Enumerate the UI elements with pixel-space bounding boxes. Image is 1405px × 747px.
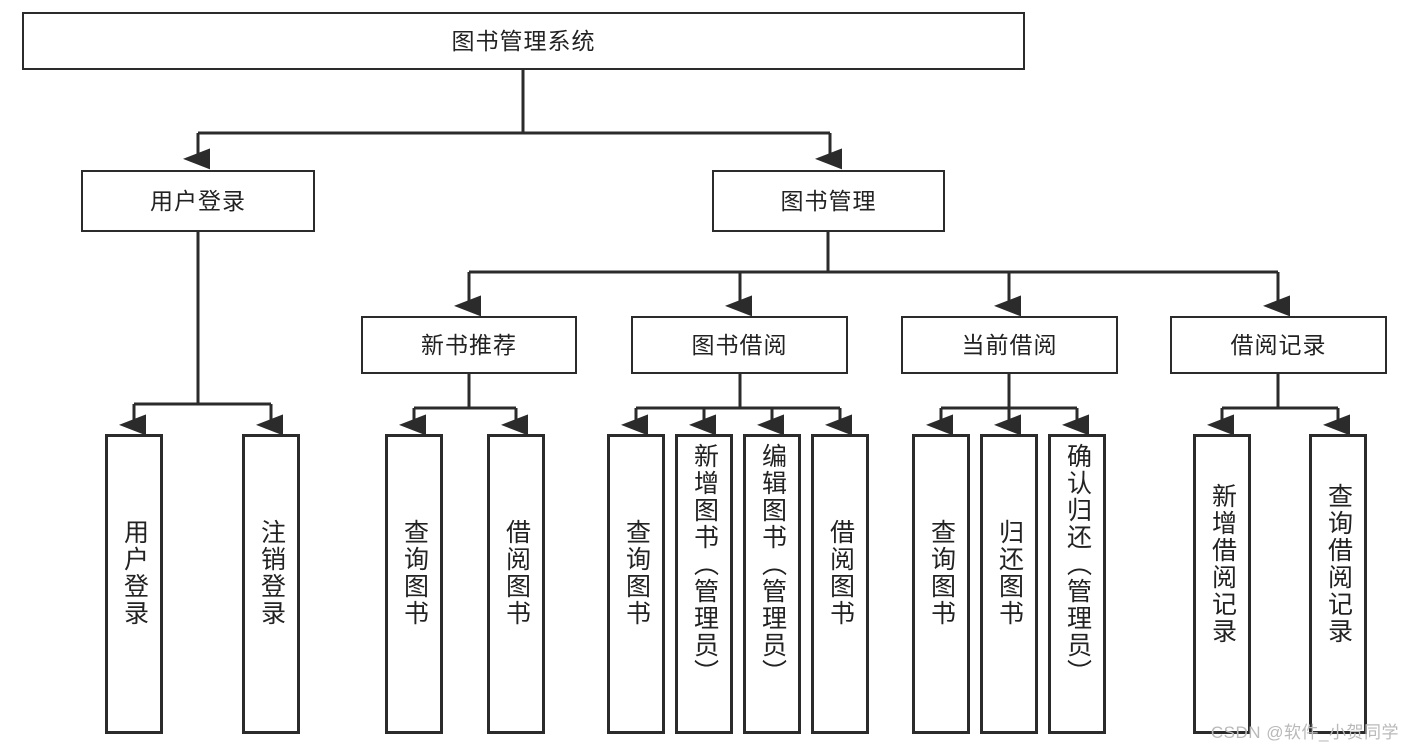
node-leaf-confirm-return-label: 确认归还（管理员） xyxy=(1063,443,1092,686)
node-new-book-recommend[interactable]: 新书推荐 xyxy=(361,316,577,374)
node-leaf-user-login[interactable]: 用户登录 xyxy=(105,434,163,734)
node-leaf-add-book[interactable]: 新增图书（管理员） xyxy=(675,434,733,734)
node-leaf-user-logout-label: 注销登录 xyxy=(257,519,286,627)
node-leaf-add-book-label: 新增图书（管理员） xyxy=(690,443,719,686)
node-root-label: 图书管理系统 xyxy=(451,27,596,54)
node-book-borrow-label: 图书借阅 xyxy=(691,331,788,358)
node-leaf-borrow-book-1-label: 借阅图书 xyxy=(502,519,531,627)
node-borrow-record-label: 借阅记录 xyxy=(1230,331,1327,358)
node-leaf-query-book-1[interactable]: 查询图书 xyxy=(385,434,443,734)
node-leaf-query-book-3[interactable]: 查询图书 xyxy=(912,434,970,734)
node-current-borrow-label: 当前借阅 xyxy=(961,331,1058,358)
node-book-borrow[interactable]: 图书借阅 xyxy=(631,316,848,374)
node-leaf-return-book-label: 归还图书 xyxy=(995,519,1024,627)
node-leaf-borrow-book-2-label: 借阅图书 xyxy=(826,519,855,627)
node-leaf-borrow-book-2[interactable]: 借阅图书 xyxy=(811,434,869,734)
node-leaf-user-logout[interactable]: 注销登录 xyxy=(242,434,300,734)
watermark: CSDN @软件_小贺同学 xyxy=(1210,723,1399,742)
node-leaf-add-record[interactable]: 新增借阅记录 xyxy=(1193,434,1251,734)
node-leaf-edit-book[interactable]: 编辑图书（管理员） xyxy=(743,434,801,734)
node-leaf-query-book-3-label: 查询图书 xyxy=(927,519,956,627)
node-current-borrow[interactable]: 当前借阅 xyxy=(901,316,1118,374)
node-root[interactable]: 图书管理系统 xyxy=(22,12,1025,70)
node-new-book-recommend-label: 新书推荐 xyxy=(421,331,517,358)
node-leaf-return-book[interactable]: 归还图书 xyxy=(980,434,1038,734)
node-leaf-user-login-label: 用户登录 xyxy=(120,519,149,627)
node-leaf-query-book-1-label: 查询图书 xyxy=(400,519,429,627)
node-leaf-edit-book-label: 编辑图书（管理员） xyxy=(758,443,787,686)
node-borrow-record[interactable]: 借阅记录 xyxy=(1170,316,1387,374)
node-leaf-query-record[interactable]: 查询借阅记录 xyxy=(1309,434,1367,734)
node-leaf-add-record-label: 新增借阅记录 xyxy=(1208,483,1237,645)
node-book-manage-label: 图书管理 xyxy=(780,187,877,214)
node-leaf-confirm-return[interactable]: 确认归还（管理员） xyxy=(1048,434,1106,734)
node-leaf-query-book-2[interactable]: 查询图书 xyxy=(607,434,665,734)
node-book-manage[interactable]: 图书管理 xyxy=(712,170,945,232)
node-leaf-borrow-book-1[interactable]: 借阅图书 xyxy=(487,434,545,734)
node-leaf-query-record-label: 查询借阅记录 xyxy=(1324,483,1353,645)
node-leaf-query-book-2-label: 查询图书 xyxy=(622,519,651,627)
node-user-login-label: 用户登录 xyxy=(150,187,246,214)
node-user-login[interactable]: 用户登录 xyxy=(81,170,315,232)
